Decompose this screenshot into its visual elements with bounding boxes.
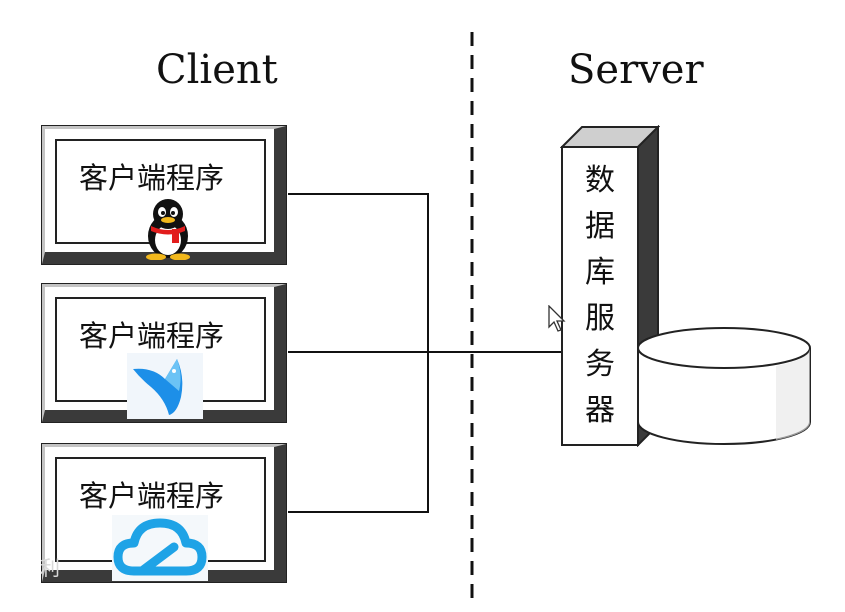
client-label-2: 客户端程序	[79, 319, 225, 353]
client-heading: Client	[156, 47, 278, 93]
server-label: 数据库服务器	[585, 163, 615, 428]
client-box-2-inner: 客户端程序	[55, 297, 266, 419]
watermark: 利	[40, 556, 60, 580]
client-box-3-inner: 客户端程序	[55, 457, 266, 581]
client-label-1: 客户端程序	[79, 161, 225, 195]
cloud-icon	[112, 515, 208, 581]
client-box-2: 客户端程序	[42, 284, 286, 422]
database-cylinder-icon	[637, 327, 811, 445]
client-box-1: 客户端程序	[42, 126, 286, 264]
connector-client-3	[288, 352, 429, 513]
client-box-3: 客户端程序	[42, 444, 286, 582]
bird-icon	[127, 353, 203, 419]
client-label-3: 客户端程序	[79, 479, 225, 513]
client-box-1-inner: 客户端程序	[55, 139, 266, 260]
connector-client-1	[288, 193, 429, 352]
server-heading: Server	[568, 47, 704, 93]
mouse-cursor-icon	[548, 305, 566, 332]
penguin-icon	[146, 199, 190, 260]
